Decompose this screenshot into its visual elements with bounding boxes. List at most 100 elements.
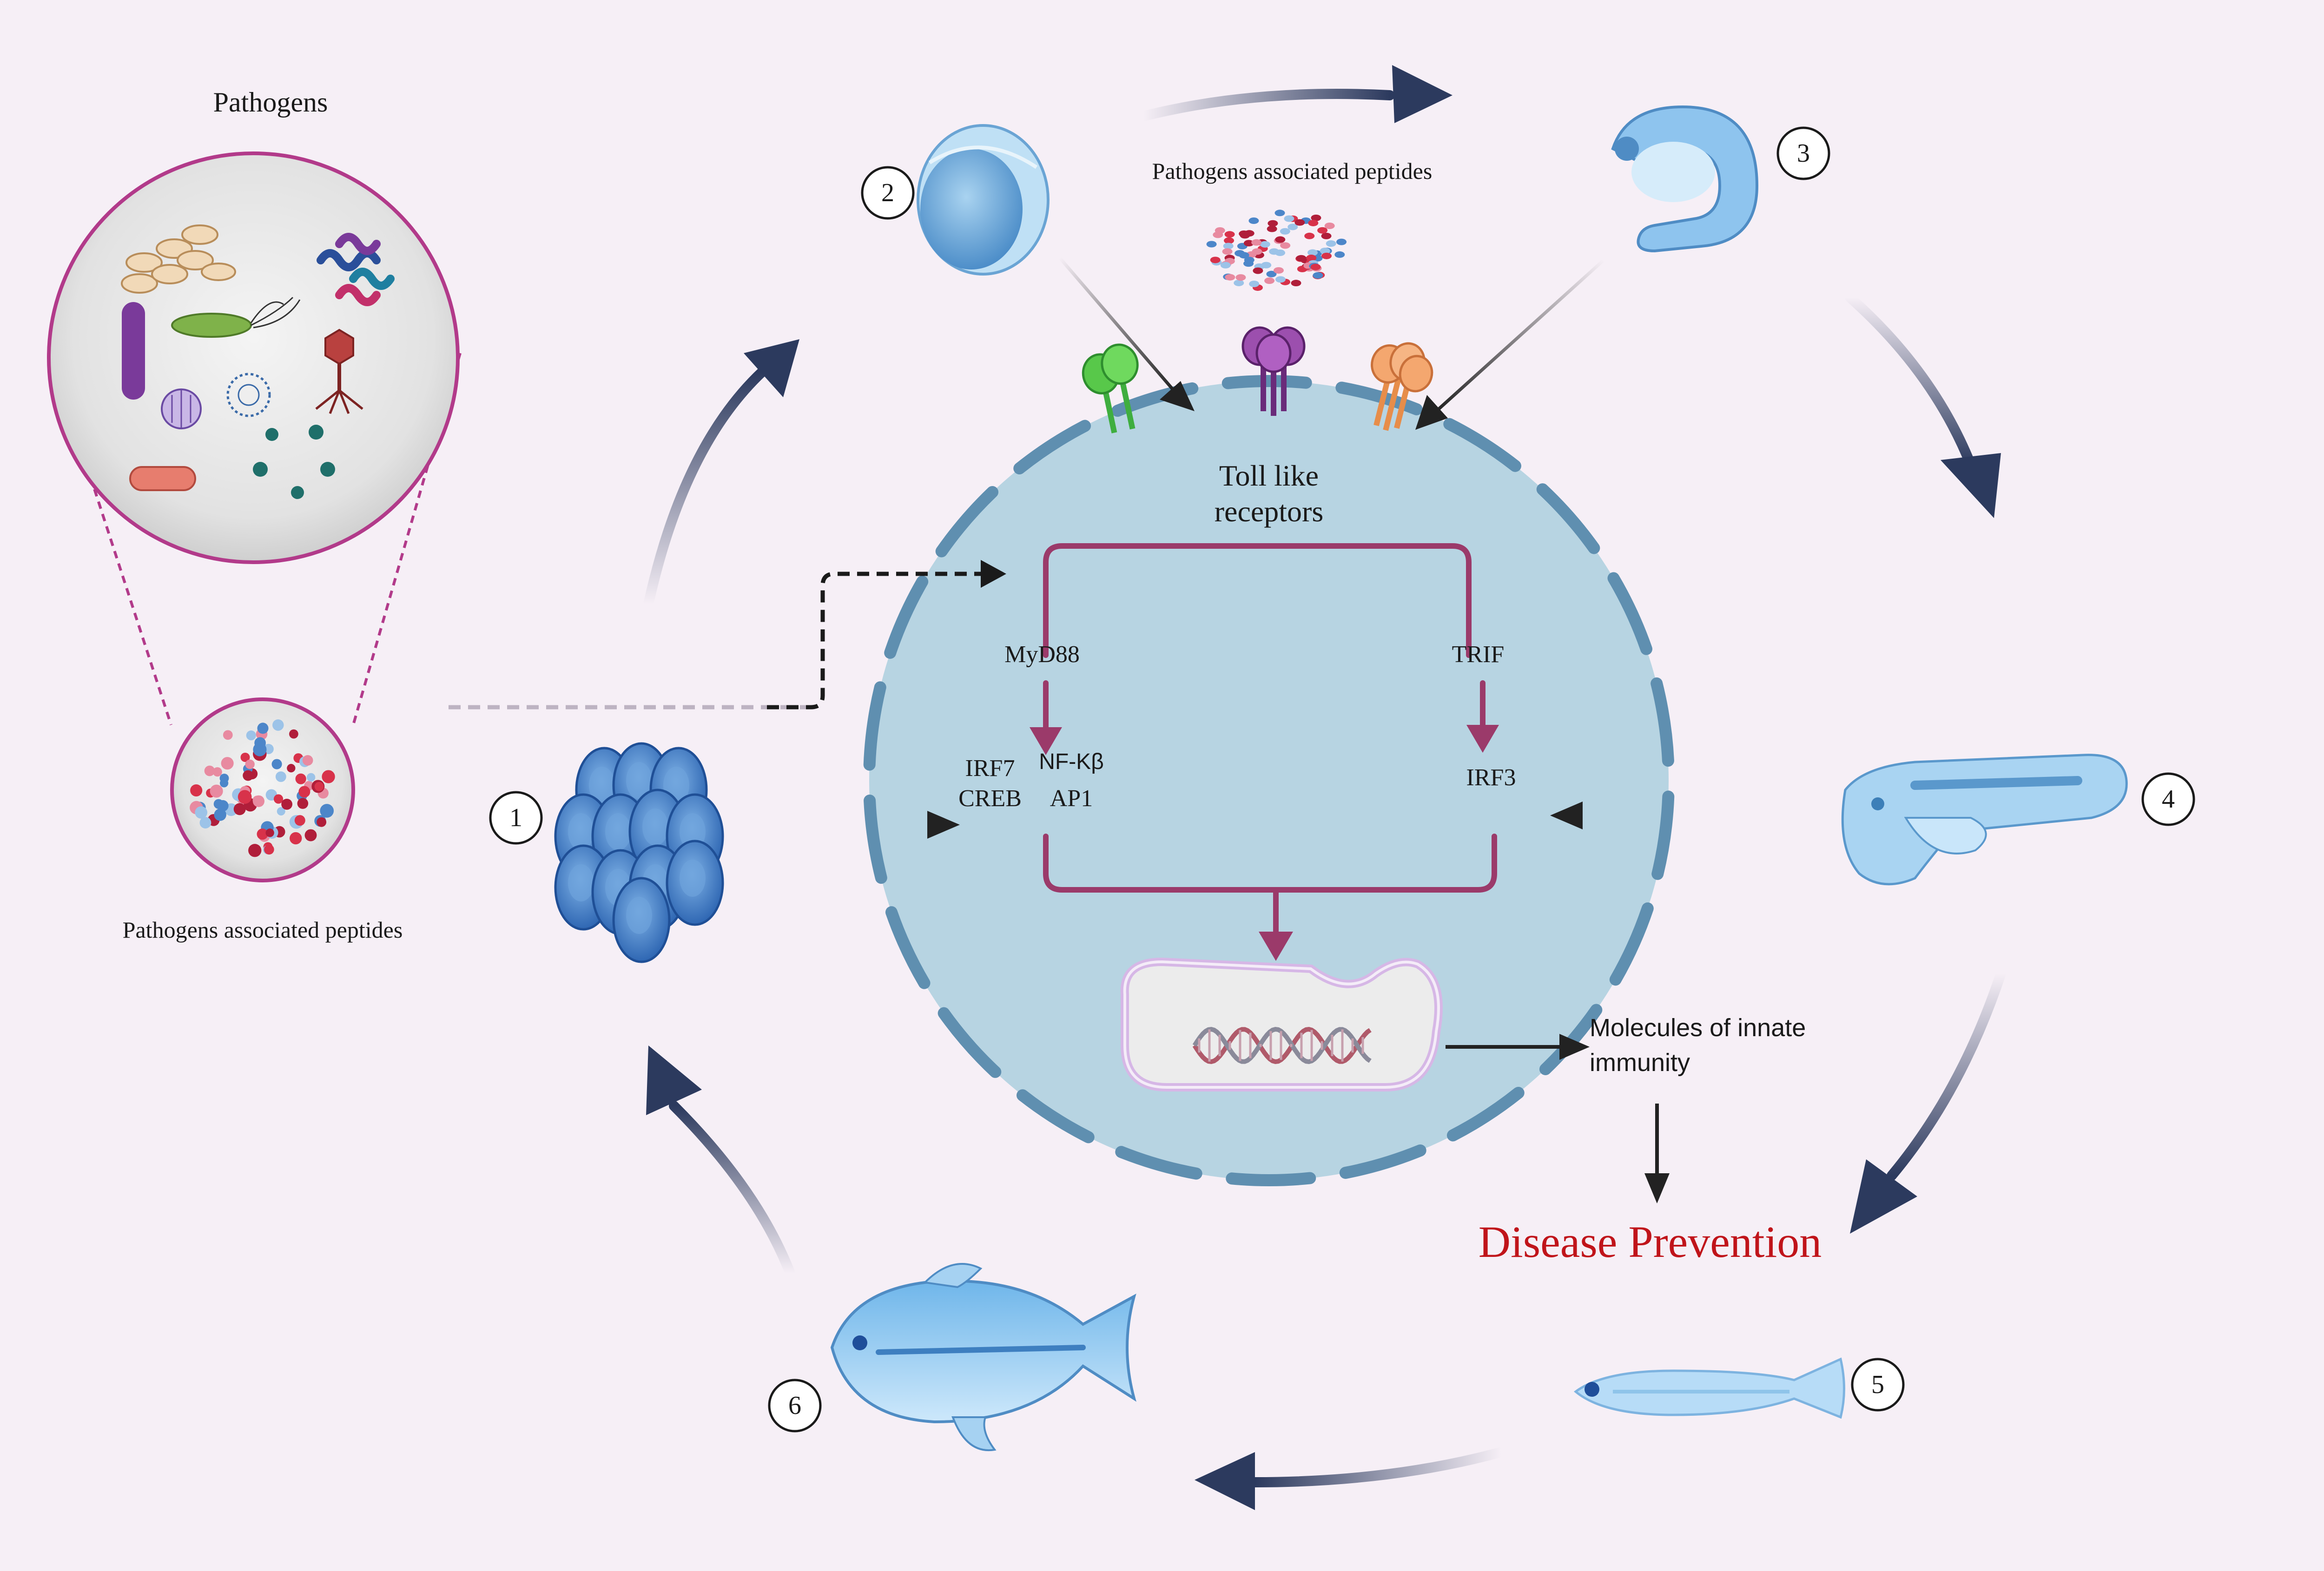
- irf7-label: IRF7: [965, 755, 1015, 782]
- pathway-bottom-bracket: [1043, 834, 1497, 893]
- diatom-icon: [161, 388, 202, 429]
- ap1-label: AP1: [1050, 785, 1093, 812]
- peptide-dot: [1248, 217, 1259, 224]
- membrane-segment: [1339, 1144, 1426, 1179]
- peptide-dot: [1264, 277, 1275, 284]
- peptide-dot: [272, 719, 284, 731]
- irf3-label: IRF3: [1466, 764, 1516, 791]
- peptide-dot: [320, 804, 334, 818]
- peptide-dot: [1275, 276, 1286, 283]
- peptide-dot: [1243, 240, 1254, 247]
- peptide-dot: [297, 798, 309, 809]
- stage-4-larva: [1841, 754, 2128, 886]
- peptide-dot: [304, 829, 317, 841]
- membrane-segment: [938, 1007, 1002, 1078]
- peptide-dot: [212, 767, 222, 777]
- cycle-arrowhead-3-to-4: [1941, 453, 2001, 518]
- peptide-dot: [298, 786, 310, 798]
- bacilli-chain-icon: [121, 224, 236, 294]
- stage-4-number: 4: [2162, 785, 2175, 814]
- nfkb-label: NF-Κβ: [1039, 749, 1104, 774]
- peptide-dot: [1313, 272, 1323, 279]
- peptide-dot: [264, 844, 274, 855]
- membrane-segment: [1443, 418, 1521, 472]
- peptide-dot: [1287, 223, 1298, 230]
- peptide-dot: [190, 784, 203, 797]
- peptide-dot: [281, 798, 293, 810]
- dashed-signal-line-dark: [767, 572, 981, 710]
- bacteriophage-icon: [315, 329, 363, 414]
- peptide-dot: [1222, 248, 1233, 255]
- membrane-segment: [884, 575, 929, 659]
- arrowhead-stage1-to-pathway: [927, 811, 960, 839]
- peptide-dot: [1304, 232, 1315, 239]
- cycle-arrowhead-2-to-3: [1392, 65, 1452, 123]
- peptide-dot: [221, 757, 234, 770]
- membrane-segment: [1651, 677, 1674, 767]
- cycle-arrow-6-to-1: [669, 1101, 795, 1278]
- stage-1-number: 1: [509, 803, 522, 832]
- membrane-segment: [935, 486, 999, 558]
- membrane-segment: [1221, 375, 1312, 389]
- peptide-dot: [1275, 250, 1286, 256]
- trif-label: TRIF: [1452, 641, 1505, 668]
- peptide-dot: [1336, 238, 1347, 245]
- peptide-dot: [1266, 270, 1277, 277]
- peptide-dot: [240, 752, 250, 762]
- peptide-dot: [1294, 219, 1305, 226]
- signaling-pathway: [1043, 543, 1497, 937]
- embryo-cell-nucleus: [568, 813, 594, 850]
- tlr-label-line1: Toll like: [1219, 459, 1319, 492]
- pathogens-lens-large: [47, 151, 460, 564]
- embryo-cell-nucleus: [626, 762, 652, 799]
- cycle-arrows: [643, 65, 2006, 1510]
- embryo-cell-nucleus: [642, 809, 668, 846]
- peptide-dot: [1224, 237, 1235, 244]
- dna-helix: [1192, 1026, 1372, 1065]
- stage-2-badge: [861, 166, 915, 220]
- tlr-receptor-green: [1082, 343, 1139, 434]
- myd88-arrowhead: [1030, 727, 1062, 755]
- embryo-cell-nucleus: [589, 767, 615, 804]
- peptide-dot: [1213, 231, 1223, 238]
- peptide-dot: [277, 807, 285, 816]
- trif-arrowhead: [1466, 725, 1499, 753]
- peptide-dot: [317, 817, 327, 827]
- cycle-arrowhead-1-to-2: [744, 339, 799, 397]
- stage-2-egg: [917, 124, 1050, 276]
- peptide-dot: [238, 790, 252, 804]
- spirochete-icon: [317, 233, 395, 306]
- peptide-dot: [1235, 274, 1246, 281]
- membrane-segment: [1446, 1086, 1525, 1142]
- peptide-dot: [1267, 225, 1277, 232]
- peptide-dot: [223, 730, 233, 740]
- top-peptide-cluster: [1206, 210, 1347, 291]
- dna-strand: [1192, 1026, 1372, 1065]
- arrowhead-nucleus-to-innate: [1559, 1034, 1590, 1060]
- stage-1-cell-cluster: [554, 742, 724, 963]
- membrane-segment: [1115, 1146, 1202, 1180]
- stage-3-badge: [1776, 126, 1830, 180]
- cycle-arrow-1-to-2: [643, 367, 767, 609]
- membrane-segment: [1017, 1089, 1095, 1144]
- stage-2-number: 2: [881, 178, 894, 207]
- peptide-dot: [252, 795, 262, 805]
- peptide-dot: [1317, 227, 1328, 234]
- peptide-dot: [1251, 239, 1262, 246]
- peptide-dot: [1311, 214, 1321, 221]
- peptide-dot: [243, 770, 254, 781]
- cycle-arrowhead-6-to-1: [646, 1045, 702, 1115]
- peptide-dot: [1280, 242, 1291, 249]
- arrowhead-stage3-to-receptor: [1415, 395, 1448, 430]
- tlr-receptor-orange: [1371, 342, 1433, 431]
- peptide-dot: [257, 723, 269, 734]
- peptide-dot: [1321, 252, 1332, 259]
- membrane-segment: [864, 794, 887, 884]
- myd88-label: MyD88: [1004, 641, 1080, 668]
- peptide-dot: [248, 844, 262, 857]
- peptide-dot: [233, 803, 246, 815]
- stage-3-embryo: [1611, 105, 1759, 253]
- peptide-dot: [1324, 223, 1335, 230]
- pathogens-title: Pathogens: [213, 87, 328, 118]
